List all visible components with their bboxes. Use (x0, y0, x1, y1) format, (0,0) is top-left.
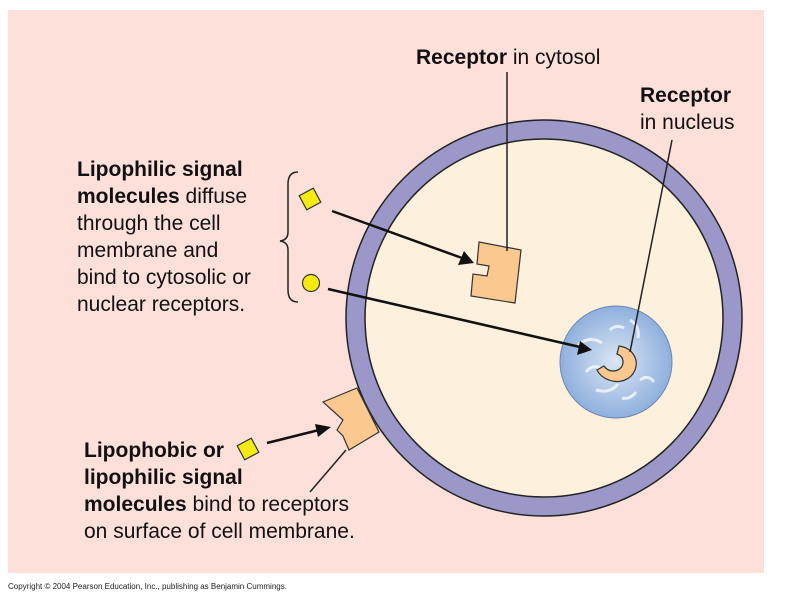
label-lipophilic: Lipophilic signal molecules diffuse thro… (77, 158, 251, 316)
leader-receptor-nucleus (629, 139, 673, 353)
square-molecule-upper (298, 187, 322, 211)
label-receptor-cytosol: Receptor in cytosol (416, 46, 601, 69)
diffusion-arrow-nucleus (327, 287, 592, 355)
cytoplasm (364, 138, 724, 498)
label-receptor-nucleus: Receptor in nucleus (640, 84, 735, 134)
brace (279, 171, 299, 303)
nuclear-receptor (596, 345, 637, 383)
diffusion-arrow-cytosol (331, 209, 474, 265)
binding-arrow-surface (266, 424, 331, 445)
copyright: Copyright © 2004 Pearson Education, Inc.… (8, 582, 287, 591)
label-lipophobic: Lipophobic or lipophilic signal molecule… (84, 439, 355, 543)
leader-surface-receptor (309, 449, 347, 493)
circle-molecule (301, 273, 321, 293)
nucleus (559, 305, 673, 419)
membrane-receptor (321, 387, 380, 451)
cytosolic-receptor (470, 241, 522, 304)
square-molecule-lower (236, 437, 260, 461)
